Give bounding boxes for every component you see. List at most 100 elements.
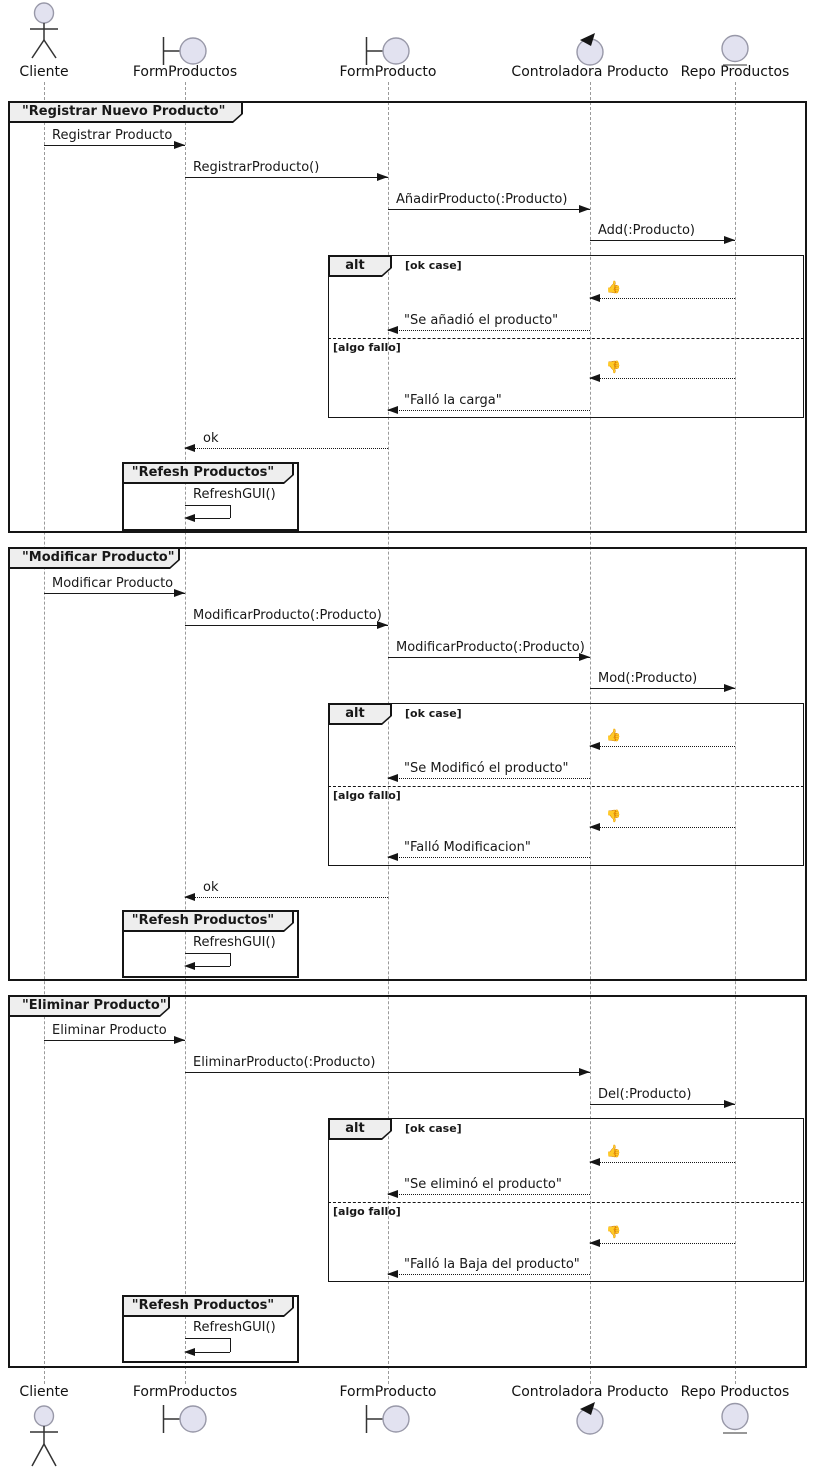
- guard-algo-fallo: [algo fallo]: [333, 1205, 401, 1218]
- message-label: "Se eliminó el producto": [404, 1177, 562, 1192]
- arrowhead-icon: [174, 589, 185, 597]
- alt-header-fill: [330, 705, 391, 724]
- return-arrow: [590, 827, 735, 828]
- arrowhead-icon: [184, 893, 195, 901]
- frame3-title: "Eliminar Producto": [22, 998, 167, 1013]
- return-arrow: [388, 857, 590, 858]
- refresh-title: "Refesh Productos": [131, 913, 275, 928]
- return-arrow: [388, 330, 590, 331]
- alt-header-fill: [330, 1120, 391, 1139]
- arrowhead-icon: [387, 326, 398, 334]
- refresh-header: "Refesh Productos": [122, 1295, 294, 1317]
- message-arrow: [185, 625, 388, 626]
- message-label: Registrar Producto: [52, 128, 173, 143]
- arrowhead-icon: [184, 514, 195, 522]
- return-arrow: [185, 897, 388, 898]
- message-label: EliminarProducto(:Producto): [193, 1055, 376, 1070]
- self-message-arrow: [229, 1338, 231, 1352]
- return-arrow: [590, 746, 735, 747]
- arrowhead-icon: [174, 141, 185, 149]
- lifeline-repo: [734, 82, 736, 1384]
- arrowhead-icon: [184, 444, 195, 452]
- self-message-arrow: [191, 518, 230, 519]
- participant-label-controladora: Controladora Producto: [511, 64, 669, 80]
- participant-label-repo: Repo Productos: [680, 64, 790, 80]
- self-message-arrow: [185, 953, 230, 954]
- refresh-header: "Refesh Productos": [122, 910, 294, 932]
- participant-label-form-productos: FormProductos: [132, 64, 238, 80]
- return-arrow: [388, 778, 590, 779]
- alt-header: alt: [328, 703, 392, 725]
- self-message-arrow: [191, 966, 230, 967]
- alt-fragment: [328, 1118, 804, 1282]
- thumbs-down-icon: 👎: [606, 809, 621, 823]
- guard-ok-case: [ok case]: [405, 259, 462, 272]
- self-message-arrow: [229, 953, 231, 966]
- return-arrow: [590, 378, 735, 379]
- participant-label-form-productos: FormProductos: [132, 1384, 238, 1400]
- boundary-icon: [162, 37, 207, 65]
- thumbs-down-icon: 👎: [606, 360, 621, 374]
- message-label: RefreshGUI(): [193, 1320, 276, 1335]
- frame1-header-fill: [10, 103, 242, 122]
- message-arrow: [388, 209, 590, 210]
- lifeline-form-producto: [387, 82, 389, 1384]
- boundary-icon: [365, 37, 410, 65]
- guard-ok-case: [ok case]: [405, 1122, 462, 1135]
- frame-registrar-nuevo-producto: [8, 101, 807, 533]
- frame-modificar-producto: [8, 547, 807, 981]
- arrowhead-icon: [589, 823, 600, 831]
- refresh-title: "Refesh Productos": [131, 1298, 275, 1313]
- message-label: Add(:Producto): [598, 223, 696, 238]
- self-message-arrow: [185, 1338, 230, 1339]
- arrowhead-icon: [579, 205, 590, 213]
- alt-keyword: alt: [345, 1121, 365, 1136]
- return-arrow: [590, 298, 735, 299]
- refresh-header-fill: [124, 912, 293, 931]
- message-arrow: [388, 657, 590, 658]
- return-arrow: [590, 1243, 735, 1244]
- alt-header-fill: [330, 257, 391, 276]
- arrowhead-icon: [387, 1270, 398, 1278]
- thumbs-up-icon: 👍: [606, 1144, 621, 1158]
- message-arrow: [590, 688, 735, 689]
- message-label: "Falló la Baja del producto": [404, 1257, 580, 1272]
- frame2-header: "Modificar Producto": [8, 547, 180, 569]
- self-message-arrow: [191, 1352, 230, 1353]
- participant-label-repo: Repo Productos: [680, 1384, 790, 1400]
- arrowhead-icon: [589, 294, 600, 302]
- arrowhead-icon: [589, 742, 600, 750]
- arrowhead-icon: [387, 1190, 398, 1198]
- self-message-arrow: [229, 505, 231, 518]
- return-arrow: [590, 1162, 735, 1163]
- arrowhead-icon: [579, 653, 590, 661]
- message-label: Eliminar Producto: [52, 1023, 167, 1038]
- arrowhead-icon: [184, 962, 195, 970]
- self-message-arrow: [185, 505, 230, 506]
- message-arrow: [44, 593, 185, 594]
- frame3-header-fill: [10, 997, 169, 1016]
- message-label: AñadirProducto(:Producto): [396, 192, 568, 207]
- alt-divider: [328, 1202, 804, 1203]
- alt-keyword: alt: [345, 258, 365, 273]
- arrowhead-icon: [589, 1158, 600, 1166]
- refresh-header: "Refesh Productos": [122, 462, 294, 484]
- arrowhead-icon: [579, 1068, 590, 1076]
- participant-label-cliente: Cliente: [19, 64, 69, 80]
- message-label: ModificarProducto(:Producto): [193, 608, 382, 623]
- message-label: "Falló la carga": [404, 393, 502, 408]
- alt-divider: [328, 786, 804, 787]
- arrowhead-icon: [724, 684, 735, 692]
- lifeline-controladora: [589, 82, 591, 1384]
- arrowhead-icon: [589, 374, 600, 382]
- message-label: "Falló Modificacion": [404, 840, 531, 855]
- alt-header: alt: [328, 255, 392, 277]
- participant-label-form-producto: FormProducto: [339, 1384, 437, 1400]
- message-arrow: [44, 145, 185, 146]
- lifeline-cliente: [43, 82, 45, 1384]
- control-icon: [576, 1402, 604, 1435]
- arrowhead-icon: [387, 853, 398, 861]
- arrowhead-icon: [377, 173, 388, 181]
- thumbs-down-icon: 👎: [606, 1225, 621, 1239]
